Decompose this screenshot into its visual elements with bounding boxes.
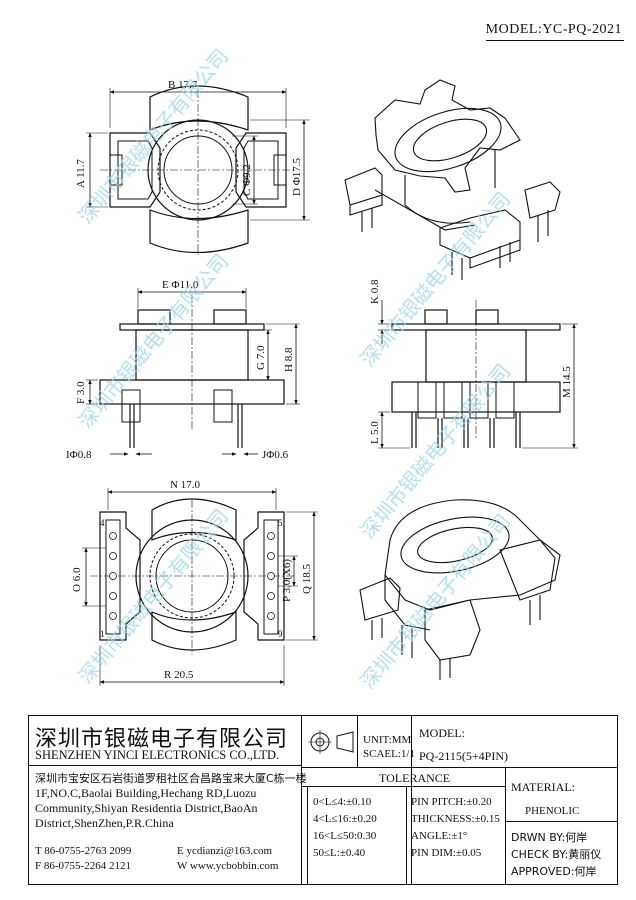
- angle-tolerance: ANGLE:±1°: [411, 830, 468, 842]
- watermark-text: 深圳市银磁电子有限公司: [73, 249, 233, 433]
- dim-o: O 6.0: [71, 567, 83, 592]
- dim-r: R 20.5: [164, 669, 194, 681]
- isometric-view-top: [344, 79, 561, 280]
- model-value: PQ-2115(5+4PIN): [419, 749, 508, 763]
- dim-m: M 14.5: [561, 366, 573, 398]
- divider: [505, 767, 506, 884]
- model-header-underline: [486, 40, 624, 41]
- side-view: [378, 300, 578, 449]
- divider: [29, 765, 301, 766]
- divider: [301, 767, 617, 768]
- pin-label-1: 1: [100, 629, 105, 639]
- dim-k: K 0.8: [369, 279, 381, 304]
- watermark-text: 深圳市银磁电子有限公司: [355, 509, 515, 693]
- projection-symbol-icon: [308, 730, 354, 754]
- bottom-view: [82, 488, 318, 686]
- tolerance-title: TOLERANCE: [379, 771, 451, 785]
- dim-n: N 17.0: [170, 479, 200, 491]
- website: W www.ycbobbin.com: [177, 860, 279, 872]
- dim-d: D Φ17.5: [291, 158, 303, 196]
- dim-a: A 11.7: [75, 159, 87, 188]
- approved-by: APPROVED:何岸: [511, 865, 597, 878]
- fax: F 86-0755-2264 2121: [35, 860, 131, 872]
- divider: [411, 716, 412, 884]
- model-label: MODEL:: [419, 726, 465, 740]
- tolerance-row-3: 16<L≤50:0.30: [313, 830, 377, 842]
- isometric-view-bottom: [359, 499, 561, 680]
- unit-label: UNIT:MM: [363, 734, 412, 746]
- address-en-1: 1F,NO.C,Baolai Building,Hechang RD,Luozu: [35, 786, 257, 800]
- divider: [357, 716, 358, 767]
- dim-i: IΦ0.8: [66, 449, 92, 461]
- title-block: 深圳市银磁电子有限公司 SHENZHEN YINCI ELECTRONICS C…: [28, 715, 618, 885]
- tolerance-row-4: 50≤L:±0.40: [313, 847, 366, 859]
- address-en-2: Community,Shiyan Residentia District,Bao…: [35, 801, 258, 815]
- dim-j: JΦ0.6: [262, 449, 289, 461]
- material-value: PHENOLIC: [525, 805, 580, 817]
- drawn-by: DRWN BY:何岸: [511, 831, 588, 844]
- tolerance-row-2: 4<L≤16:±0.20: [313, 813, 377, 825]
- divider: [307, 786, 308, 884]
- divider: [301, 716, 302, 884]
- pin-label-4: 4: [100, 518, 105, 528]
- dim-g: G 7.0: [255, 345, 267, 370]
- divider: [406, 786, 407, 884]
- pin-dim-tolerance: PIN DIM:±0.05: [411, 847, 482, 859]
- pin-label-9: 9: [278, 629, 283, 639]
- watermark-text: 深圳市银磁电子有限公司: [355, 187, 515, 371]
- pin-pitch-tolerance: PIN PITCH:±0.20: [411, 796, 492, 808]
- company-name-en: SHENZHEN YINCI ELECTRONICS CO.,LTD.: [35, 748, 280, 762]
- material-label: MATERIAL:: [511, 780, 575, 794]
- address-cn: 深圳市宝安区石岩街道罗租社区合昌路宝来大厦C栋一楼: [35, 772, 307, 785]
- dim-b: B 17.7: [168, 79, 198, 91]
- pin-label-5: 5: [278, 518, 283, 528]
- watermark-text: 深圳市银磁电子有限公司: [73, 504, 233, 688]
- thickness-tolerance: THICKNESS:±0.15: [411, 813, 500, 825]
- scale-label: SCAEL:1/1: [363, 748, 415, 760]
- top-view: [86, 85, 310, 255]
- model-header: MODEL:YC-PQ-2021: [485, 22, 622, 37]
- tolerance-row-1: 0<L≤4:±0.10: [313, 796, 372, 808]
- dim-q: Q 18.5: [301, 564, 313, 594]
- front-view: [86, 288, 300, 456]
- checked-by: CHECK BY:黄丽仪: [511, 848, 602, 861]
- company-name-cn: 深圳市银磁电子有限公司: [35, 727, 289, 752]
- divider: [505, 821, 617, 822]
- dim-h: H 8.8: [283, 347, 295, 372]
- dim-c: C Φ9.2: [241, 164, 253, 196]
- dim-e: E Φ11.0: [162, 279, 199, 291]
- dim-l: L 5.0: [369, 421, 381, 444]
- divider: [301, 786, 505, 787]
- email: E ycdianzi@163.com: [177, 845, 273, 857]
- address-en-3: District,ShenZhen,P.R.China: [35, 816, 174, 830]
- dim-f: F 3.0: [75, 381, 87, 404]
- pin-holes: [109, 532, 275, 620]
- technical-drawing: B 17.7 A 11.7 C Φ9.2 D Φ17.5 E Φ11.0 F 3…: [66, 44, 578, 693]
- dim-p: P 3.0(X6): [281, 559, 293, 602]
- telephone: T 86-0755-2763 2099: [35, 845, 132, 857]
- watermark-text: 深圳市银磁电子有限公司: [73, 44, 233, 228]
